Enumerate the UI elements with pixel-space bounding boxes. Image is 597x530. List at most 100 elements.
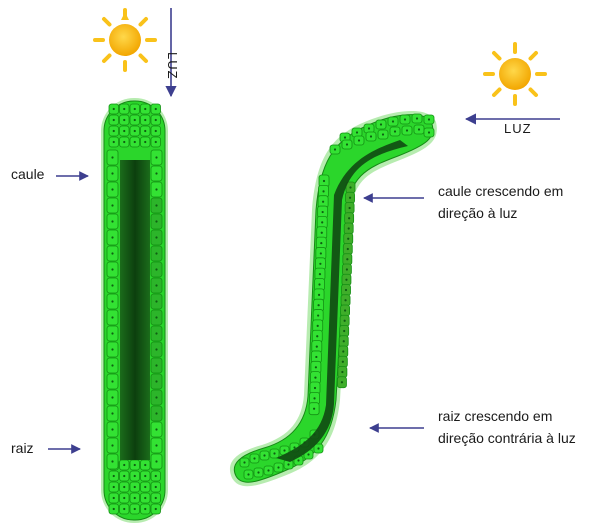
cell-nucleus <box>134 486 136 488</box>
cell-nucleus <box>315 366 317 368</box>
cell-nucleus <box>123 464 125 466</box>
cell-nucleus <box>313 408 315 410</box>
cell-nucleus <box>155 188 157 190</box>
cell-nucleus <box>348 217 350 219</box>
cell-nucleus <box>273 452 275 454</box>
cell-nucleus <box>155 348 157 350</box>
cell-nucleus <box>358 139 360 141</box>
cell-nucleus <box>318 304 320 306</box>
cell-nucleus <box>155 364 157 366</box>
cell-nucleus <box>346 258 348 260</box>
cell-nucleus <box>134 119 136 121</box>
cell-nucleus <box>348 227 350 229</box>
cell-nucleus <box>144 130 146 132</box>
cell-nucleus <box>111 188 113 190</box>
cell-nucleus <box>123 475 125 477</box>
cell-nucleus <box>380 123 382 125</box>
cell-nucleus <box>113 475 115 477</box>
cell-nucleus <box>322 201 324 203</box>
cell-nucleus <box>113 119 115 121</box>
cell-nucleus <box>247 473 249 475</box>
cell-nucleus <box>343 340 345 342</box>
cell-nucleus <box>113 130 115 132</box>
cell-nucleus <box>134 497 136 499</box>
cell-nucleus <box>315 356 317 358</box>
cell-nucleus <box>428 131 430 133</box>
cell-nucleus <box>144 464 146 466</box>
cell-nucleus <box>418 128 420 130</box>
cell-nucleus <box>111 444 113 446</box>
cell-nucleus <box>314 377 316 379</box>
cell-nucleus <box>155 130 157 132</box>
cell-nucleus <box>257 471 259 473</box>
cell-nucleus <box>134 108 136 110</box>
cell-nucleus <box>343 330 345 332</box>
cell-nucleus <box>155 475 157 477</box>
cell-nucleus <box>394 130 396 132</box>
cell-nucleus <box>346 143 348 145</box>
cell-nucleus <box>345 279 347 281</box>
cell-nucleus <box>344 136 346 138</box>
cell-nucleus <box>313 397 315 399</box>
cell-nucleus <box>144 475 146 477</box>
cell-nucleus <box>342 350 344 352</box>
cell-nucleus <box>320 242 322 244</box>
cell-nucleus <box>320 252 322 254</box>
luz-label-top: LUZ <box>165 52 180 80</box>
cell-nucleus <box>155 141 157 143</box>
cell-nucleus <box>111 156 113 158</box>
cell-nucleus <box>370 135 372 137</box>
cell-nucleus <box>155 444 157 446</box>
cell-nucleus <box>113 508 115 510</box>
cell-nucleus <box>316 335 318 337</box>
raiz-luz-label-line2: direção contrária à luz <box>438 430 576 447</box>
cell-nucleus <box>155 508 157 510</box>
cell-nucleus <box>267 469 269 471</box>
cell-nucleus <box>123 508 125 510</box>
cell-nucleus <box>111 300 113 302</box>
cell-nucleus <box>253 457 255 459</box>
cell-nucleus <box>344 299 346 301</box>
cell-nucleus <box>123 497 125 499</box>
cell-nucleus <box>345 289 347 291</box>
cell-nucleus <box>144 486 146 488</box>
cell-nucleus <box>334 148 336 150</box>
cell-nucleus <box>392 120 394 122</box>
cell-nucleus <box>277 466 279 468</box>
cell-nucleus <box>314 387 316 389</box>
cell-nucleus <box>123 119 125 121</box>
cell-nucleus <box>113 108 115 110</box>
cell-nucleus <box>155 108 157 110</box>
cell-nucleus <box>111 348 113 350</box>
cell-nucleus <box>111 428 113 430</box>
cell-nucleus <box>319 273 321 275</box>
cell-nucleus <box>319 263 321 265</box>
cell-nucleus <box>349 197 351 199</box>
cell-nucleus <box>155 220 157 222</box>
cell-nucleus <box>111 412 113 414</box>
cell-nucleus <box>155 236 157 238</box>
cell-nucleus <box>341 371 343 373</box>
cell-nucleus <box>368 127 370 129</box>
cell-nucleus <box>144 119 146 121</box>
cell-nucleus <box>113 141 115 143</box>
raiz-luz-label-line1: raiz crescendo em <box>438 408 552 425</box>
cell-nucleus <box>155 172 157 174</box>
cell-nucleus <box>144 497 146 499</box>
cell-nucleus <box>318 294 320 296</box>
cell-nucleus <box>123 141 125 143</box>
cell-nucleus <box>344 320 346 322</box>
cell-nucleus <box>349 207 351 209</box>
cell-nucleus <box>134 508 136 510</box>
cell-nucleus <box>307 453 309 455</box>
cell-nucleus <box>347 248 349 250</box>
cell-nucleus <box>263 454 265 456</box>
sun-icon <box>485 44 545 104</box>
cell-nucleus <box>155 268 157 270</box>
cell-nucleus <box>111 252 113 254</box>
cell-nucleus <box>111 316 113 318</box>
cell-nucleus <box>416 117 418 119</box>
cell-nucleus <box>321 232 323 234</box>
cell-nucleus <box>382 133 384 135</box>
